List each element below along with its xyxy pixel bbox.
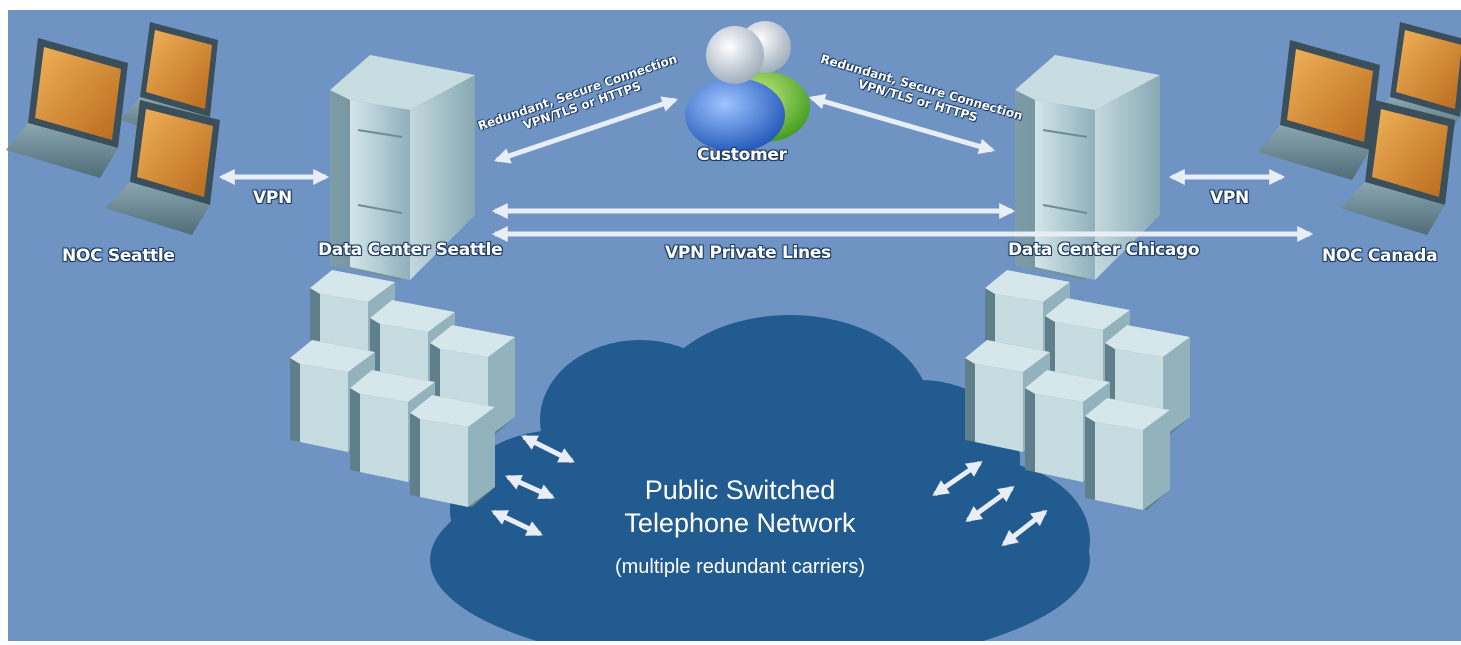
customer-label: Customer	[697, 145, 787, 165]
link-arrows	[218, 93, 1314, 546]
pstn-arrow-right-3	[1001, 510, 1048, 546]
server-unit	[1085, 398, 1170, 510]
pstn-arrow-right-2	[965, 485, 1015, 523]
secure-right-arrow	[808, 93, 996, 155]
pstn-arrow-right-1	[932, 460, 983, 497]
pstn-subtitle: (multiple redundant carriers)	[614, 556, 866, 578]
noc-seattle-laptops-icon	[6, 22, 220, 235]
pstn-arrow-left-1	[521, 434, 575, 464]
pstn-title-line1: Public Switched	[644, 475, 836, 505]
pstn-arrow-left-3	[491, 509, 543, 537]
server-cluster-left-icon	[290, 270, 515, 507]
dc-seattle-server-icon	[330, 55, 475, 280]
noc-canada-laptops-icon	[1258, 22, 1461, 235]
vpn-left-label: VPN	[253, 188, 292, 208]
pstn-title-line2: Telephone Network	[624, 508, 856, 538]
customer-icon	[685, 21, 810, 152]
server-unit	[410, 395, 495, 507]
noc-seattle-label: NOC Seattle	[62, 246, 175, 266]
secure-left-arrow	[493, 96, 679, 164]
dc-seattle-label: Data Center Seattle	[318, 240, 503, 260]
private-lines-label: VPN Private Lines	[665, 243, 831, 263]
noc-canada-label: NOC Canada	[1322, 246, 1438, 266]
server-cluster-right-icon	[965, 270, 1190, 510]
dc-chicago-label: Data Center Chicago	[1008, 240, 1200, 260]
pstn-arrow-left-2	[505, 474, 555, 500]
vpn-right-label: VPN	[1210, 188, 1249, 208]
